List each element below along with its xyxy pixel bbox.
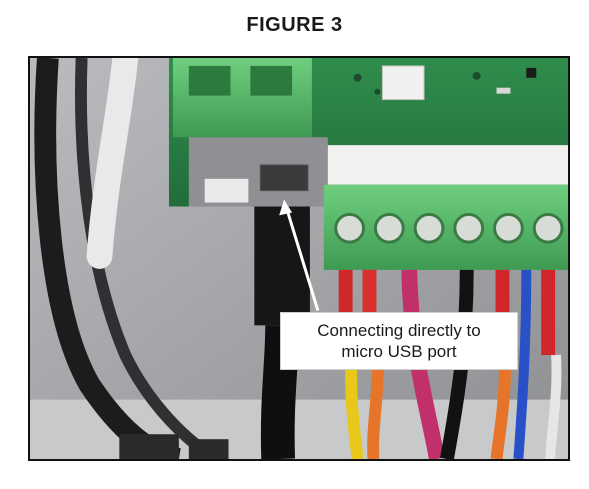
wire-black (440, 269, 474, 459)
terminal-screw (334, 212, 366, 244)
white-connector (381, 65, 425, 101)
pointer-arrow-line (284, 206, 320, 311)
label-strip (327, 145, 568, 185)
top-terminal-slot (188, 65, 231, 96)
terminal-screw (532, 212, 564, 244)
usb-cable-plug (254, 206, 310, 326)
board-component (496, 87, 511, 94)
wire-magenta (401, 269, 445, 459)
white-bracket-tab (204, 178, 249, 203)
wire-orange (367, 354, 384, 459)
pointer-arrow-head (279, 199, 293, 216)
wire-yellow (345, 354, 364, 459)
board-component (353, 73, 362, 82)
callout-label: Connecting directly to micro USB port (280, 312, 518, 370)
top-terminal-slot (250, 65, 293, 96)
bottom-clip (119, 434, 179, 459)
circuit-board-photo (30, 58, 568, 459)
left-white-cable (86, 58, 139, 269)
micro-usb-port (259, 164, 309, 192)
terminal-screw (413, 212, 445, 244)
terminal-screw (453, 212, 485, 244)
bottom-clip (188, 439, 229, 459)
terminal-screw (373, 212, 405, 244)
left-gray-cable (75, 58, 222, 459)
wire-blue (513, 269, 532, 459)
callout-line-1: Connecting directly to (317, 321, 481, 340)
wire-white (545, 354, 562, 459)
board-component (472, 71, 481, 80)
photo (28, 56, 570, 461)
callout-line-2: micro USB port (341, 342, 457, 361)
board-component (526, 67, 537, 78)
terminal-screw (493, 212, 524, 244)
figure-title: FIGURE 3 (246, 14, 343, 36)
board-component (374, 88, 381, 95)
